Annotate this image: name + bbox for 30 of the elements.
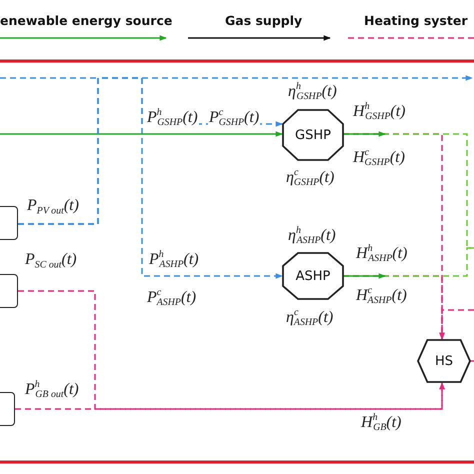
edge-label: P$_{SC out}$(t): [24, 250, 78, 270]
efficiency-label: η$^{h}$$_{GSHP}$(t): [287, 82, 338, 102]
octagon-node: [283, 253, 343, 299]
connector-arrow: [15, 382, 445, 410]
variable-label: P$^{c}$$_{GSHP}$(t): [208, 108, 260, 128]
legend-label: Heating syster: [364, 13, 468, 28]
connector-arrow: [18, 75, 473, 225]
edge-label: H$^{h}$$_{GSHP}$(t): [352, 102, 406, 122]
variable-label: P$^{h}$$_{GB out}$(t): [24, 380, 80, 400]
edge-label: H$^{c}$$_{ASHP}$(t): [355, 286, 408, 306]
efficiency-label: η$^{c}$$_{ASHP}$(t): [285, 308, 334, 328]
edge-label: H$^{h}$$_{GB}$(t): [360, 413, 402, 432]
edge-label: H$^{h}$$_{ASHP}$(t): [355, 244, 408, 264]
variable-label: P$^{h}$$_{GSHP}$(t): [146, 108, 199, 128]
connector-arrow: [439, 309, 474, 340]
node-label: HS: [434, 354, 454, 368]
variable-label: P$^{c}$$_{ASHP}$(t): [146, 288, 198, 308]
connector-arrow: [18, 290, 445, 410]
efficiency-label: η$^{h}$$_{ASHP}$(t): [287, 226, 337, 246]
variable-label: P$^{h}$$_{ASHP}$(t): [148, 250, 200, 270]
legend-label: Gas supply: [225, 13, 302, 28]
legend-label: enewable energy source: [0, 13, 172, 28]
octagon-node: [283, 110, 343, 160]
variable-label: P$_{PV out}$(t): [26, 196, 80, 216]
node-label: GSHP: [295, 128, 331, 142]
edge-label: H$^{c}$$_{GSHP}$(t): [352, 148, 406, 168]
node-label: ASHP: [296, 268, 330, 284]
connector-arrow: [0, 131, 283, 137]
efficiency-label: η$^{c}$$_{GSHP}$(t): [285, 168, 336, 188]
hexagon-node: [418, 340, 470, 382]
